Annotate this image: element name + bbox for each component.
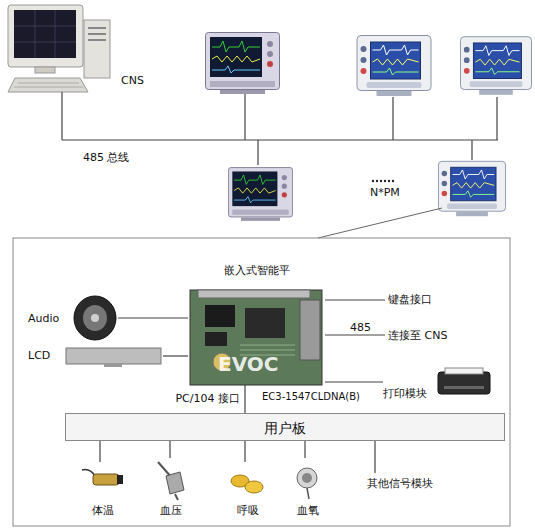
computer-stand <box>35 67 55 73</box>
printer-body <box>438 372 490 394</box>
component-box: 血氧 <box>288 458 328 520</box>
pcb-board <box>190 290 322 385</box>
respiration-electrode <box>245 481 263 493</box>
sensor-cable <box>307 488 309 499</box>
computer-keyboard <box>8 78 88 92</box>
connector-line <box>304 441 305 458</box>
component-box: CNS <box>5 2 150 97</box>
patient-monitor <box>357 36 431 97</box>
drive-slots <box>88 28 106 40</box>
bus-line <box>62 139 498 140</box>
node-text: 用户板 <box>66 420 504 436</box>
printer-slot <box>444 386 484 389</box>
component-box: 用户板 <box>65 413 505 441</box>
connector-line <box>374 441 375 473</box>
edge-label: PC/104 接口 <box>166 392 240 405</box>
node-text: 呼吸 <box>225 504 270 517</box>
node-text: CNS <box>121 74 151 87</box>
detail-frame <box>13 238 510 526</box>
plain-label: 485 <box>350 321 371 334</box>
node-text: LCD <box>28 349 58 362</box>
printer-paper <box>445 368 483 374</box>
connector-line <box>244 441 245 462</box>
connector-line <box>169 441 170 458</box>
plain-label: 485 总线 <box>83 151 130 164</box>
connector-line <box>244 385 245 413</box>
oximeter-clip <box>297 468 317 488</box>
patient-monitor <box>438 161 505 216</box>
pressure-cuff <box>166 472 184 494</box>
board-chip <box>205 305 235 327</box>
connector-line <box>163 355 188 356</box>
board-connector <box>198 290 310 298</box>
keyboard-wire <box>325 300 385 301</box>
board-chip <box>205 332 227 346</box>
bus-drop <box>496 97 497 140</box>
connector-line <box>118 317 188 318</box>
node-text: 其他信号模块 <box>355 477 445 490</box>
computer-screen <box>14 10 76 58</box>
patient-monitor <box>228 168 292 221</box>
patient-monitor <box>460 37 531 95</box>
node-text: 打印模块 <box>383 387 439 400</box>
plain-label: EVOC <box>218 353 278 375</box>
component-box: 血压 <box>148 458 193 520</box>
component-box: 打印模块 <box>383 368 495 402</box>
connector-line <box>99 441 100 462</box>
lcd-panel <box>66 348 161 364</box>
computer-monitor <box>8 5 83 67</box>
speaker-cap <box>91 314 99 322</box>
node-text: 血氧 <box>288 504 328 517</box>
bus-drop <box>257 140 258 165</box>
plain-label: N*PM <box>370 186 400 199</box>
component-box: Audio <box>28 300 118 338</box>
node-text: 体温 <box>78 504 128 517</box>
node-text: 血压 <box>148 504 193 517</box>
speaker-symbol <box>74 296 116 340</box>
temperature-probe <box>93 474 119 485</box>
ellipsis-dots <box>372 180 394 182</box>
bus-drop <box>392 97 393 140</box>
screen-grid <box>14 10 76 58</box>
component-box: 呼吸 <box>225 462 270 520</box>
pressure-tube <box>175 494 178 500</box>
node-text: EC3-1547CLDNA(B) <box>262 391 362 403</box>
bus-drop <box>244 94 245 140</box>
keyboard-keys <box>14 83 83 87</box>
lcd-tab <box>104 363 122 367</box>
component-box: LCD <box>28 344 163 368</box>
board-connector <box>300 300 320 360</box>
bus-drop <box>471 140 472 160</box>
connector-line <box>325 381 383 382</box>
component-box: 体温 <box>78 462 128 520</box>
computer-tower <box>84 20 110 78</box>
bus-drop <box>61 92 62 140</box>
plain-label: 连接至 CNS <box>388 329 447 342</box>
node-text: Audio <box>28 312 68 325</box>
oximeter-sensor <box>302 473 312 483</box>
speaker-cone <box>83 305 107 331</box>
callout-line <box>318 208 442 238</box>
rs485-wire <box>325 335 385 336</box>
component-box: 其他信号模块 <box>355 473 445 493</box>
node-text: 嵌入式智能平 <box>188 264 325 277</box>
patient-monitor <box>206 33 280 95</box>
plain-label: 键盘接口 <box>388 293 432 306</box>
temperature-probe-tip <box>117 475 123 484</box>
board-chip <box>245 308 285 338</box>
